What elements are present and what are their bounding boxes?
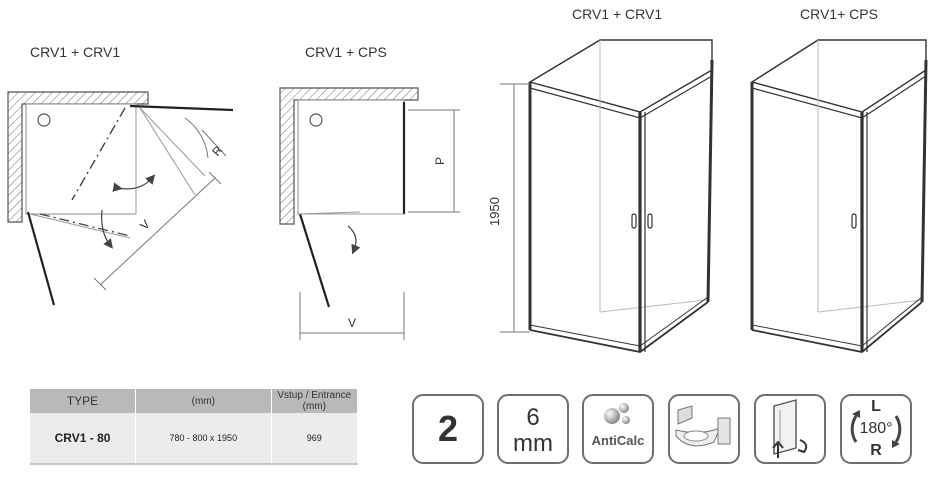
rotation-angle-label: 180° (859, 420, 893, 437)
plan-crv1-cps (279, 87, 460, 340)
anticalc-label: AntiCalc (591, 433, 645, 448)
table-row: CRV1 - 80 780 - 800 x 1950 969 (30, 413, 359, 465)
technical-drawings (7, 39, 928, 353)
glass-thickness-badge: 6 mm (497, 394, 569, 464)
glass-thickness-unit: mm (513, 430, 553, 457)
anticalc-badge: AntiCalc (582, 394, 654, 464)
cell-entrance: 969 (271, 413, 359, 465)
doors-count-badge: 2 (412, 394, 484, 464)
view-crv1-cps (750, 39, 928, 353)
col-type: TYPE (30, 389, 137, 413)
rotation-badge: L 180° R (840, 394, 912, 464)
view-left-title: CRV1 + CRV1 (572, 6, 663, 22)
view-right-title: CRV1+ CPS (800, 6, 878, 22)
view-crv1-crv1 (528, 39, 714, 353)
col-size: (mm) (135, 389, 272, 413)
width-v2-label: V (348, 316, 357, 330)
col-entrance: Vstup / Entrance (mm) (271, 389, 359, 413)
height-dimension (500, 83, 530, 333)
spec-header-row: TYPE (mm) Vstup / Entrance (mm) (30, 389, 359, 413)
door-hinge-badge (754, 394, 826, 464)
height-label: 1950 (486, 197, 502, 226)
spec-table: TYPE (mm) Vstup / Entrance (mm) CRV1 - 8… (30, 389, 359, 465)
anticalc-icon (604, 403, 630, 424)
plan-mid-title: CRV1 + CPS (305, 44, 387, 60)
doors-count: 2 (437, 408, 459, 449)
bathroom-badge (668, 394, 740, 464)
rotation-icon (850, 410, 902, 448)
rotation-right-label: R (870, 442, 882, 459)
plan-left-title: CRV1 + CRV1 (30, 44, 121, 60)
plan-crv1-crv1 (7, 91, 234, 306)
cell-size: 780 - 800 x 1950 (135, 413, 272, 465)
rotation-left-label: L (871, 398, 881, 415)
cell-type: CRV1 - 80 (30, 413, 137, 465)
bathroom-icon (675, 405, 731, 447)
door-hinge-icon (772, 399, 808, 458)
glass-thickness-value: 6 (526, 404, 540, 431)
depth-p-label: P (433, 156, 448, 166)
